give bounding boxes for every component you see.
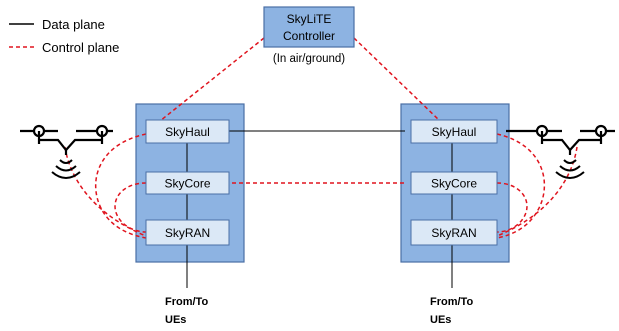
controller-to-left-haul <box>159 37 265 122</box>
left-skyran-box <box>145 219 230 246</box>
signal-icon <box>51 159 81 179</box>
right-core-ran-loop <box>496 182 528 233</box>
right-skyran-box <box>410 219 498 246</box>
left-skyhaul-box <box>145 119 230 144</box>
left-skyhaul-label: SkyHaul <box>165 125 210 139</box>
controller-note: (In air/ground) <box>273 53 345 65</box>
left-skycore-label: SkyCore <box>164 177 210 191</box>
drone-icon <box>20 124 113 155</box>
legend-data-label: Data plane <box>42 17 105 32</box>
drone-icon <box>506 124 615 155</box>
controller: SkyLiTE Controller (In air/ground) <box>263 6 355 65</box>
right-skycore-label: SkyCore <box>431 177 477 191</box>
data-plane-links <box>186 130 453 288</box>
right-ue-label-2: UEs <box>430 314 451 326</box>
controller-subtitle: Controller <box>283 29 335 43</box>
right-skyhaul-label: SkyHaul <box>432 125 477 139</box>
legend: Data plane Control plane <box>9 17 119 55</box>
right-skyran-label: SkyRAN <box>431 226 476 240</box>
left-ue-label-1: From/To <box>165 296 208 308</box>
legend-control-label: Control plane <box>42 40 119 55</box>
controller-to-right-haul <box>353 37 441 122</box>
right-skyhaul-box <box>410 119 498 144</box>
controller-title: SkyLiTE <box>287 12 332 26</box>
control-plane-links <box>64 37 578 239</box>
signal-icon <box>555 159 585 179</box>
controller-box <box>263 6 355 48</box>
left-stack: SkyHaul SkyCore SkyRAN From/To UEs <box>145 119 230 326</box>
right-skycore-box <box>410 171 498 195</box>
right-stack: SkyHaul SkyCore SkyRAN From/To UEs <box>410 119 498 326</box>
right-haul-ran-loop <box>496 133 546 239</box>
right-ue-label-1: From/To <box>430 296 473 308</box>
left-skyran-label: SkyRAN <box>165 226 210 240</box>
left-core-ran-loop <box>114 182 147 233</box>
left-skycore-box <box>145 171 230 195</box>
left-drone-ran-link <box>64 146 147 237</box>
right-drone-ran-link <box>496 146 578 237</box>
left-ue-label-2: UEs <box>165 314 186 326</box>
